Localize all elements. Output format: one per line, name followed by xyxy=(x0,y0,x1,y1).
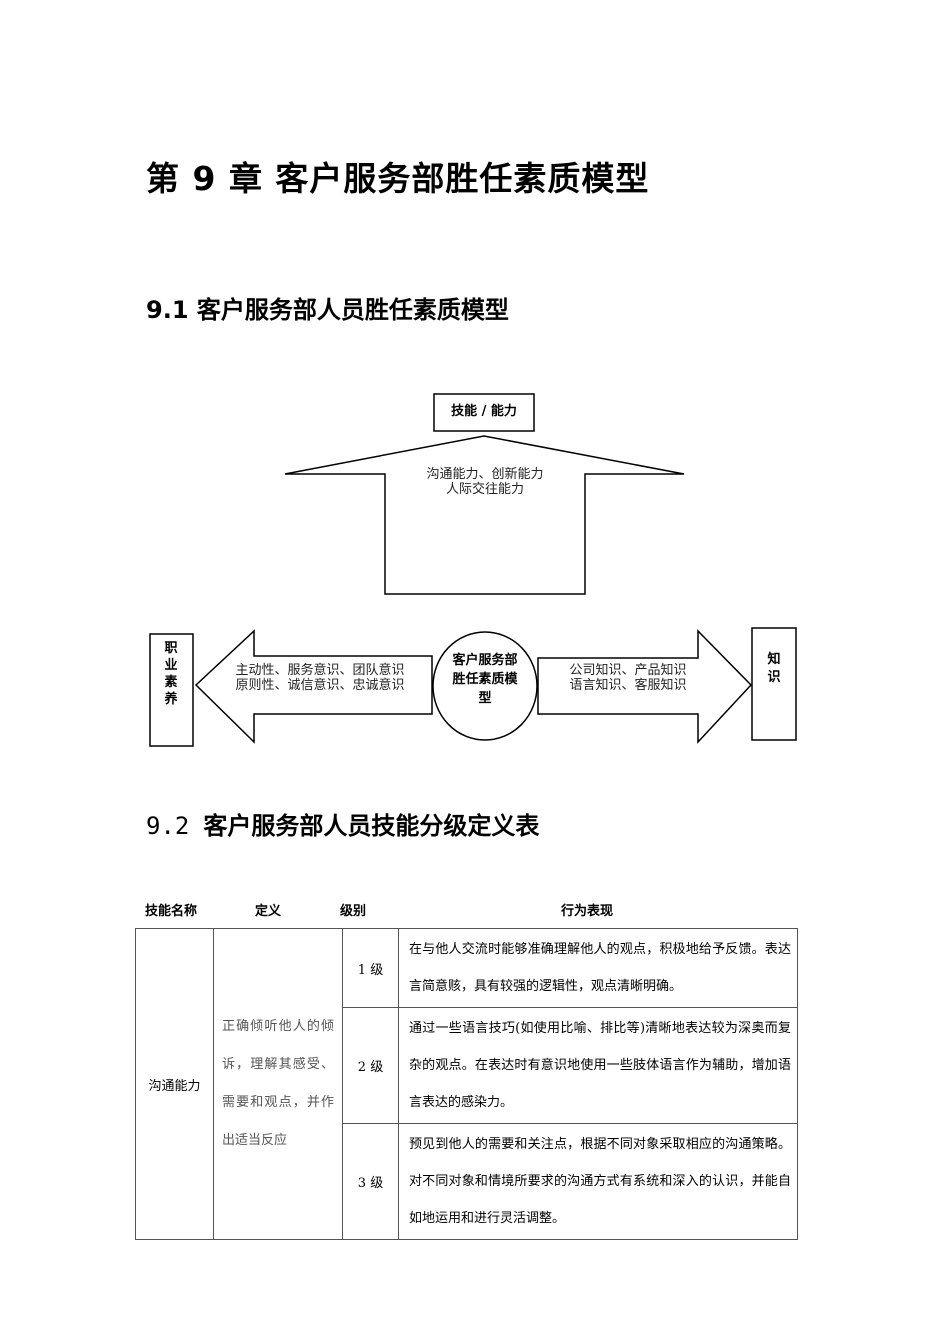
top-arrow-line1: 沟通能力、创新能力 xyxy=(426,467,544,482)
header-level: 级别 xyxy=(340,904,367,919)
behavior-cell: 在与他人交流时能够准确理解他人的观点，积极地给予反馈。表达言简意赅，具有较强的逻… xyxy=(398,928,798,1008)
left-arrow-line1: 主动性、服务意识、团队意识 xyxy=(235,663,405,678)
left-arrow-line2: 原则性、诚信意识、忠诚意识 xyxy=(235,678,405,693)
behavior-cell: 通过一些语言技巧(如使用比喻、排比等)清晰地表达较为深奥而复杂的观点。在表达时有… xyxy=(398,1007,798,1124)
right-arrow xyxy=(537,629,753,744)
skill-name-cell: 沟通能力 xyxy=(135,928,214,1240)
competency-model-diagram xyxy=(149,393,797,747)
level-cell: 2 级 xyxy=(342,1007,399,1124)
section-text: 客户服务部人员技能分级定义表 xyxy=(203,812,540,840)
top-box xyxy=(433,393,535,432)
right-box-label: 知识 xyxy=(767,652,781,685)
table-row: 沟通能力 正确倾听他人的倾诉，理解其感受、需要和观点，并作出适当反应 1 级 在… xyxy=(135,928,798,1240)
section-title-9-2: 9.2 客户服务部人员技能分级定义表 xyxy=(146,806,539,841)
right-box xyxy=(751,627,797,741)
top-arrow-text: 沟通能力、创新能力 人际交往能力 xyxy=(385,467,585,497)
skill-level-table: 沟通能力 正确倾听他人的倾诉，理解其感受、需要和观点，并作出适当反应 1 级 在… xyxy=(135,928,798,1240)
top-arrow xyxy=(284,435,685,595)
left-arrow-text: 主动性、服务意识、团队意识 原则性、诚信意识、忠诚意识 xyxy=(220,663,420,693)
section-title-9-1: 9.1 客户服务部人员胜任素质模型 xyxy=(146,296,509,324)
level-cell: 1 级 xyxy=(342,928,399,1008)
section-number: 9.2 xyxy=(146,812,190,840)
level-cell: 3 级 xyxy=(342,1123,399,1240)
center-circle xyxy=(432,631,538,741)
table-row: 3 级 预见到他人的需要和关注点，根据不同对象采取相应的沟通策略。对不同对象和情… xyxy=(136,1123,798,1240)
top-arrow-line2: 人际交往能力 xyxy=(445,482,524,497)
center-label: 客户服务部胜任素质模型 xyxy=(452,653,518,706)
right-arrow-line2: 语言知识、客服知识 xyxy=(569,678,687,693)
right-arrow-line1: 公司知识、产品知识 xyxy=(569,663,687,678)
right-arrow-text: 公司知识、产品知识 语言知识、客服知识 xyxy=(548,663,708,693)
header-skill-name: 技能名称 xyxy=(145,904,198,919)
definition-cell: 正确倾听他人的倾诉，理解其感受、需要和观点，并作出适当反应 xyxy=(213,928,343,1240)
left-arrow xyxy=(194,629,433,744)
top-box-label: 技能 / 能力 xyxy=(451,404,517,419)
chapter-title: 第 9 章 客户服务部胜任素质模型 xyxy=(146,159,650,198)
header-definition: 定义 xyxy=(255,904,282,919)
table-row: 2 级 通过一些语言技巧(如使用比喻、排比等)清晰地表达较为深奥而复杂的观点。在… xyxy=(136,1007,798,1124)
header-behavior: 行为表现 xyxy=(561,904,614,919)
behavior-cell: 预见到他人的需要和关注点，根据不同对象采取相应的沟通策略。对不同对象和情境所要求… xyxy=(398,1123,798,1240)
left-box-label: 职业素养 xyxy=(164,641,178,707)
left-box xyxy=(149,633,194,747)
